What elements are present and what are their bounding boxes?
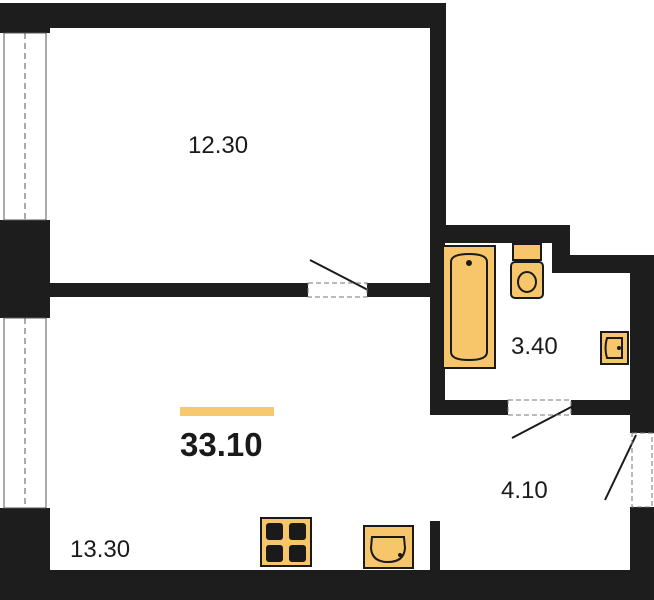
- wall-bath-top-right: [552, 255, 654, 273]
- room-area-bathroom: 3.40: [511, 333, 558, 360]
- walls: [0, 3, 654, 600]
- room-area-living-kitchen: 13.30: [70, 536, 131, 563]
- wall-bath-bottom-b: [574, 400, 634, 415]
- doors: [302, 259, 654, 513]
- bathtub-icon: [442, 245, 496, 369]
- total-area-accent-bar: [180, 407, 274, 416]
- wall-interior-b: [370, 283, 445, 297]
- wall-top: [0, 3, 446, 28]
- wall-bottom: [0, 570, 654, 600]
- bathroom-sink-icon: [600, 331, 629, 365]
- door-bathroom: [502, 399, 577, 439]
- wall-bath-bottom-a: [430, 400, 505, 415]
- wall-interior-a: [0, 283, 305, 297]
- room-area-bedroom: 12.30: [188, 132, 249, 159]
- door-entrance: [604, 427, 654, 513]
- toilet-icon: [510, 243, 544, 299]
- fixtures: [260, 243, 629, 569]
- room-area-hallway: 4.10: [501, 477, 548, 504]
- wall-stub: [430, 521, 440, 576]
- wall-left-top: [0, 3, 50, 33]
- stove-icon: [260, 517, 312, 567]
- total-area-label: 33.10: [180, 426, 263, 463]
- kitchen-sink-icon: [363, 525, 414, 569]
- windows: [3, 32, 47, 509]
- wall-bedroom-right: [430, 3, 446, 243]
- wall-bath-left: [430, 225, 445, 415]
- door-bedroom: [302, 259, 373, 298]
- wall-bath-top: [430, 225, 570, 243]
- wall-left-pier: [0, 220, 50, 318]
